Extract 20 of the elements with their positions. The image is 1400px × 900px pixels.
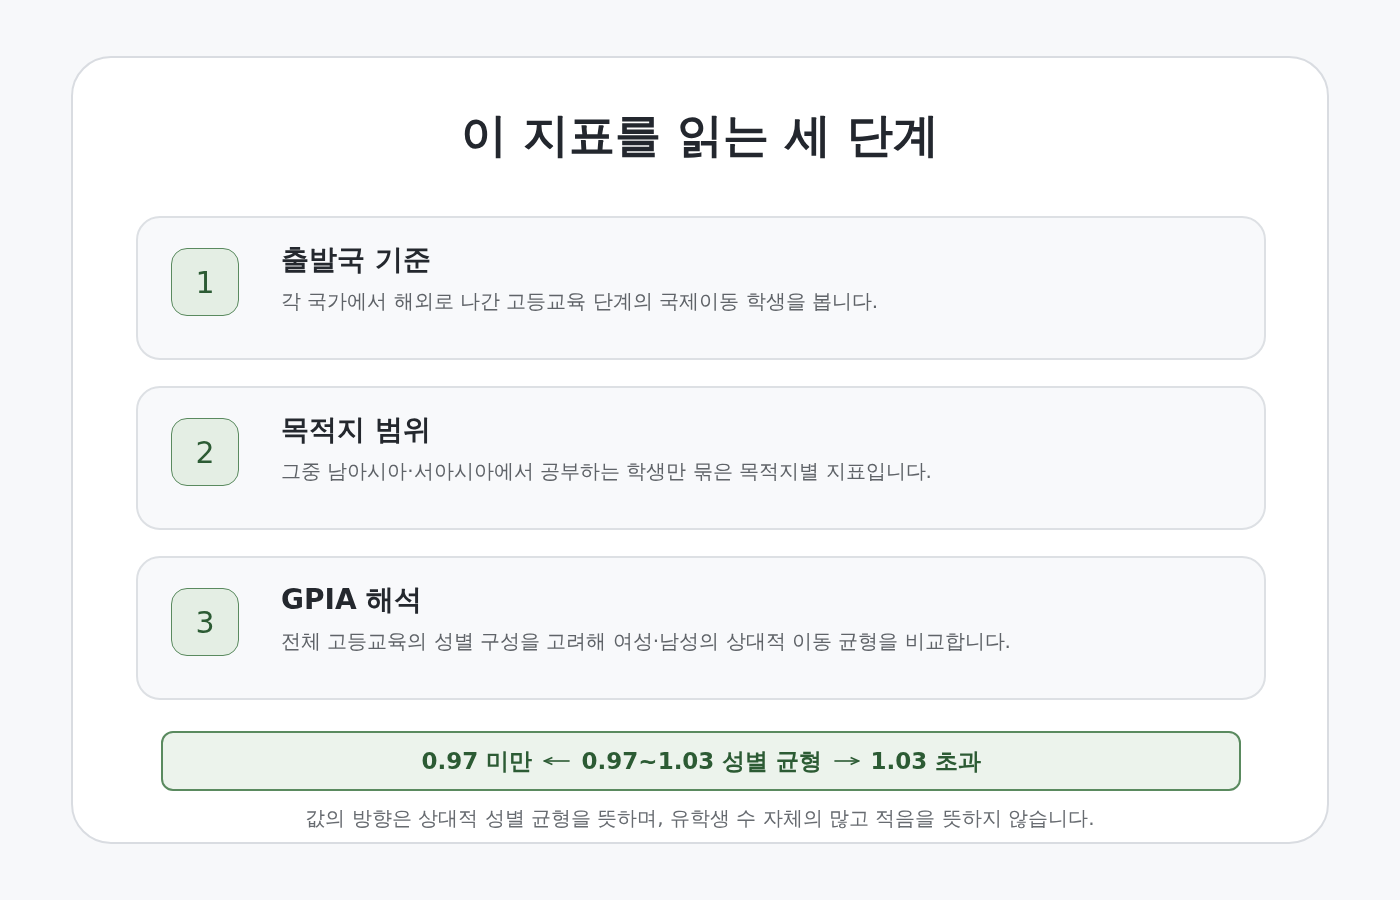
scale-label: 0.97~1.03 성별 균형 [581, 746, 823, 776]
scale-bar [161, 731, 1241, 791]
arrow [833, 756, 860, 766]
step-description: 전체 고등교육의 성별 구성을 고려해 여성·남성의 상대적 이동 균형을 비교합니다. [281, 628, 1011, 654]
step-number: 2 [171, 418, 239, 486]
step-card [136, 556, 1266, 700]
step-card [136, 386, 1266, 530]
step-number: 1 [171, 248, 239, 316]
step-number: 3 [171, 588, 239, 656]
caption: 값의 방향은 상대적 성별 균형을 뜻하며, 유학생 수 자체의 많고 적음을 뜻하지 않습니다. [305, 805, 1095, 831]
scale-label: 0.97 미만 [421, 746, 533, 776]
step-heading: GPIA 해석 [281, 583, 423, 617]
step-heading: 출발국 기준 [281, 243, 431, 277]
step-description: 그중 남아시아·서아시아에서 공부하는 학생만 묶은 목적지별 지표입니다. [281, 458, 932, 484]
step-card [136, 216, 1266, 360]
scale-label: 1.03 초과 [870, 746, 982, 776]
arrow [543, 756, 571, 766]
title: 이 지표를 읽는 세 단계 [460, 107, 940, 163]
step-description: 각 국가에서 해외로 나간 고등교육 단계의 국제이동 학생을 봅니다. [281, 288, 879, 314]
step-heading: 목적지 범위 [281, 413, 431, 447]
